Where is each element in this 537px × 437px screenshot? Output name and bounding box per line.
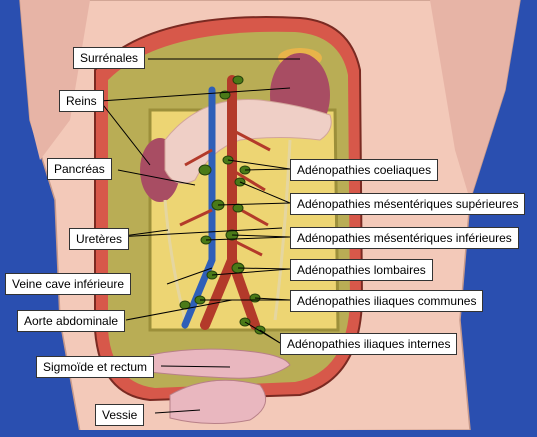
leader-line: [227, 159, 291, 170]
leader-line: [217, 202, 291, 206]
label-iliaques-communes: Adénopathies iliaques communes: [290, 290, 484, 312]
leader-line: [99, 100, 151, 166]
lymph-node: [198, 164, 212, 176]
label-veine-cave: Veine cave inférieure: [5, 273, 132, 295]
leader-line: [160, 365, 231, 368]
ureter-right: [273, 139, 292, 321]
bottom-bar: [0, 430, 537, 437]
leader-line: [125, 299, 233, 321]
label-reins: Reins: [59, 90, 104, 112]
leader-line: [115, 227, 283, 238]
vena-cava: [181, 86, 216, 329]
label-coeliaques: Adénopathies coeliaques: [290, 159, 439, 181]
leader-line: [259, 329, 281, 344]
leader-lines: [99, 58, 300, 414]
leader-line: [99, 87, 291, 102]
vessel-branches: [179, 128, 271, 257]
label-ureteres: Uretères: [69, 228, 130, 250]
leader-line: [231, 234, 291, 238]
leader-line: [244, 168, 291, 171]
label-lombaires: Adénopathies lombaires: [290, 259, 433, 281]
leader-line: [237, 267, 291, 270]
sigmoid-rectum: [149, 348, 291, 379]
label-mesenteriques-inf: Adénopathies mésentériques inférieures: [290, 227, 519, 249]
torso-shading-left: [20, 0, 90, 160]
label-mesenteriques-sup: Adénopathies mésentériques supérieures: [290, 193, 526, 215]
leader-line: [154, 409, 201, 414]
label-surrenales: Surrénales: [73, 47, 146, 69]
bladder: [169, 379, 267, 425]
leader-line: [239, 181, 291, 204]
label-vessie: Vessie: [95, 404, 145, 426]
label-iliaques-internes: Adénopathies iliaques internes: [280, 333, 458, 355]
label-sigmoide: Sigmoïde et rectum: [36, 356, 155, 378]
label-pancreas: Pancréas: [47, 158, 112, 180]
leader-line: [211, 268, 291, 276]
lymph-node: [232, 75, 244, 85]
label-aorte: Aorte abdominale: [17, 310, 126, 332]
lymph-node: [232, 203, 244, 213]
torso-shading-right: [430, 0, 520, 200]
leader-line: [205, 236, 291, 241]
leader-line: [117, 169, 196, 186]
pancreas: [164, 99, 332, 184]
leader-line: [166, 267, 213, 285]
